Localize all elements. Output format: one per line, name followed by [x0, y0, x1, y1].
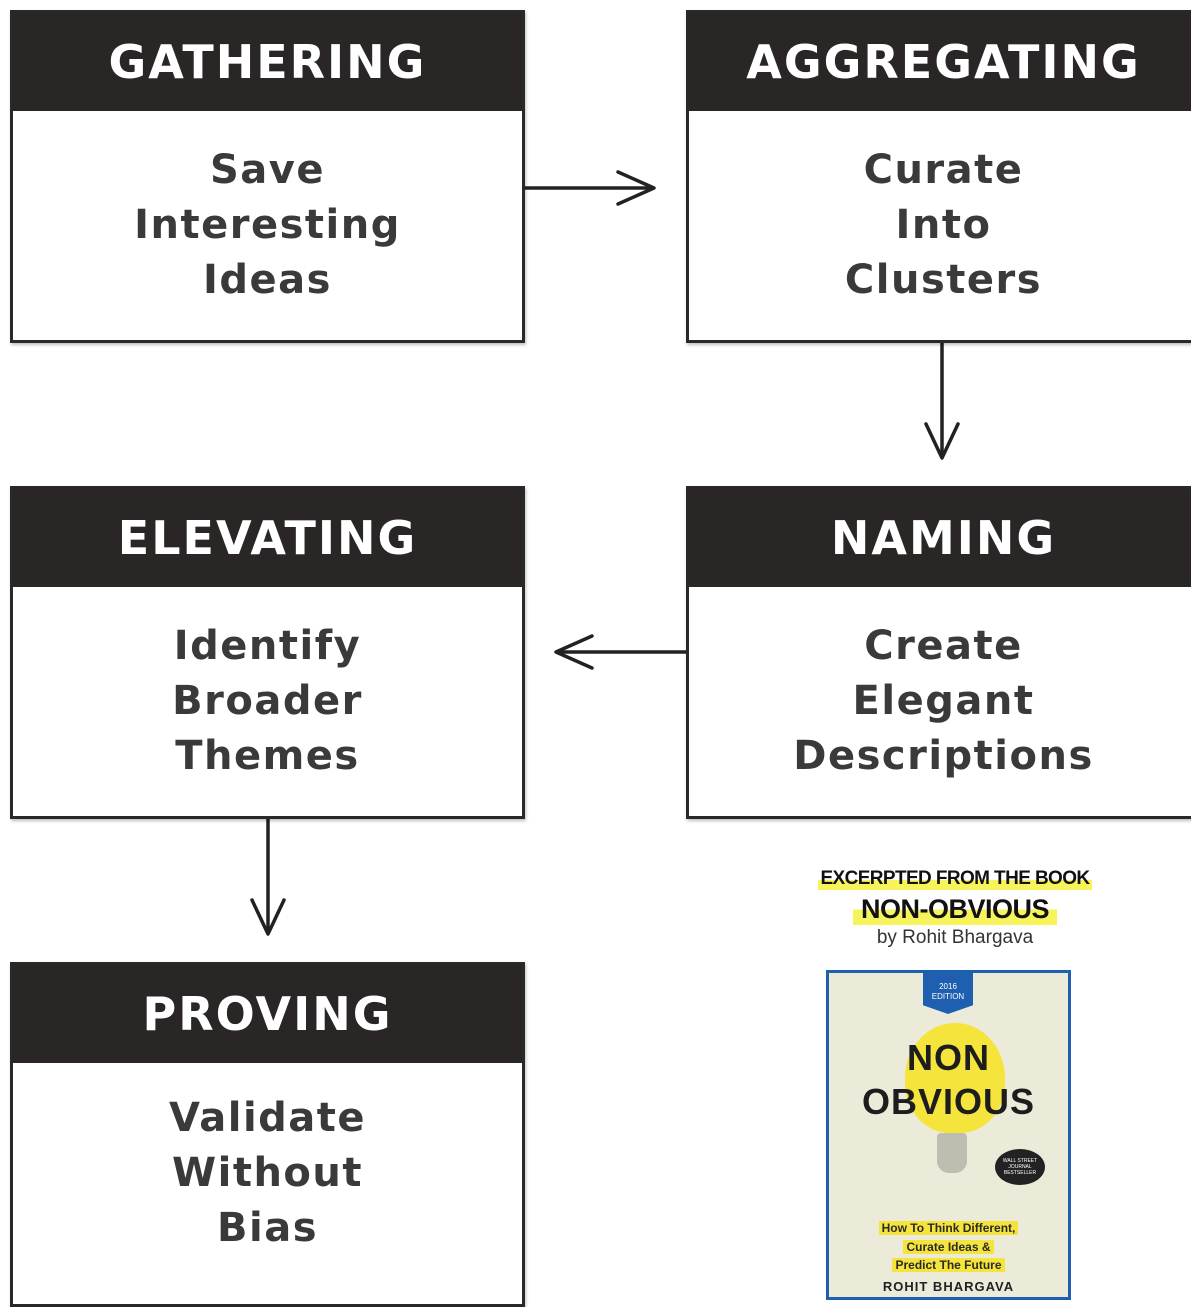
book-cover-image: 2016 EDITION NON OBVIOUS WALL STREET JOU… — [826, 970, 1071, 1300]
description-line: Identify — [173, 623, 362, 669]
cover-title-line2: OBVIOUS — [861, 1081, 1036, 1122]
step-elevating-title: ELEVATING — [13, 489, 522, 587]
arrow-aggregating-to-naming — [924, 341, 960, 460]
step-aggregating-title: AGGREGATING — [689, 13, 1191, 111]
arrow-gathering-to-aggregating — [523, 170, 656, 206]
excerpt-book-title: NON-OBVIOUS — [852, 894, 1057, 925]
cover-tagline-line: Predict The Future — [829, 1258, 1068, 1272]
lightbulb-icon — [905, 1023, 1005, 1133]
description-line: Broader — [172, 678, 363, 724]
description-line: Into — [895, 202, 992, 248]
description-line: Elegant — [852, 678, 1035, 724]
description-line: Interesting — [134, 202, 401, 248]
step-proving-title: PROVING — [13, 965, 522, 1063]
step-elevating: ELEVATING Identify Broader Themes — [10, 486, 525, 819]
step-elevating-description: Identify Broader Themes — [13, 587, 522, 816]
step-gathering-description: Save Interesting Ideas — [13, 111, 522, 340]
description-line: Ideas — [203, 257, 332, 303]
arrow-naming-to-elevating — [554, 634, 688, 670]
bestseller-seal: WALL STREET JOURNAL BESTSELLER — [995, 1149, 1045, 1185]
edition-ribbon: 2016 EDITION — [923, 973, 973, 1014]
description-line: Bias — [217, 1204, 318, 1251]
description-line: Clusters — [844, 257, 1043, 303]
description-line: Create — [864, 623, 1023, 669]
excerpt-author: by Rohit Bhargava — [876, 927, 1034, 948]
description-line: Curate — [863, 147, 1024, 193]
description-line: Save — [209, 147, 325, 193]
step-naming-description: Create Elegant Descriptions — [689, 587, 1191, 816]
cover-tagline-line: How To Think Different, — [829, 1221, 1068, 1235]
description-line: Themes — [175, 733, 360, 779]
description-line: Validate — [168, 1094, 367, 1141]
step-proving-description: Validate Without Bias — [13, 1063, 522, 1283]
cover-author: ROHIT BHARGAVA — [882, 1279, 1015, 1294]
step-naming: NAMING Create Elegant Descriptions — [686, 486, 1191, 819]
step-gathering-title: GATHERING — [13, 13, 522, 111]
cover-tagline-line: Curate Ideas & — [829, 1240, 1068, 1254]
excerpt-kicker: EXCERPTED FROM THE BOOK — [818, 868, 1092, 890]
cover-title-line1: NON — [907, 1037, 990, 1078]
tagline-text: Predict The Future — [892, 1258, 1005, 1272]
lightbulb-base-icon — [937, 1133, 967, 1173]
tagline-text: Curate Ideas & — [903, 1240, 994, 1254]
step-naming-title: NAMING — [689, 489, 1191, 587]
arrow-elevating-to-proving — [250, 816, 286, 936]
step-aggregating: AGGREGATING Curate Into Clusters — [686, 10, 1191, 343]
description-line: Without — [171, 1149, 363, 1196]
step-gathering: GATHERING Save Interesting Ideas — [10, 10, 525, 343]
tagline-text: How To Think Different, — [878, 1221, 1019, 1235]
description-line: Descriptions — [793, 733, 1094, 779]
book-excerpt-caption: EXCERPTED FROM THE BOOK NON-OBVIOUS by R… — [780, 868, 1130, 949]
step-aggregating-description: Curate Into Clusters — [689, 111, 1191, 340]
step-proving: PROVING Validate Without Bias — [10, 962, 525, 1307]
